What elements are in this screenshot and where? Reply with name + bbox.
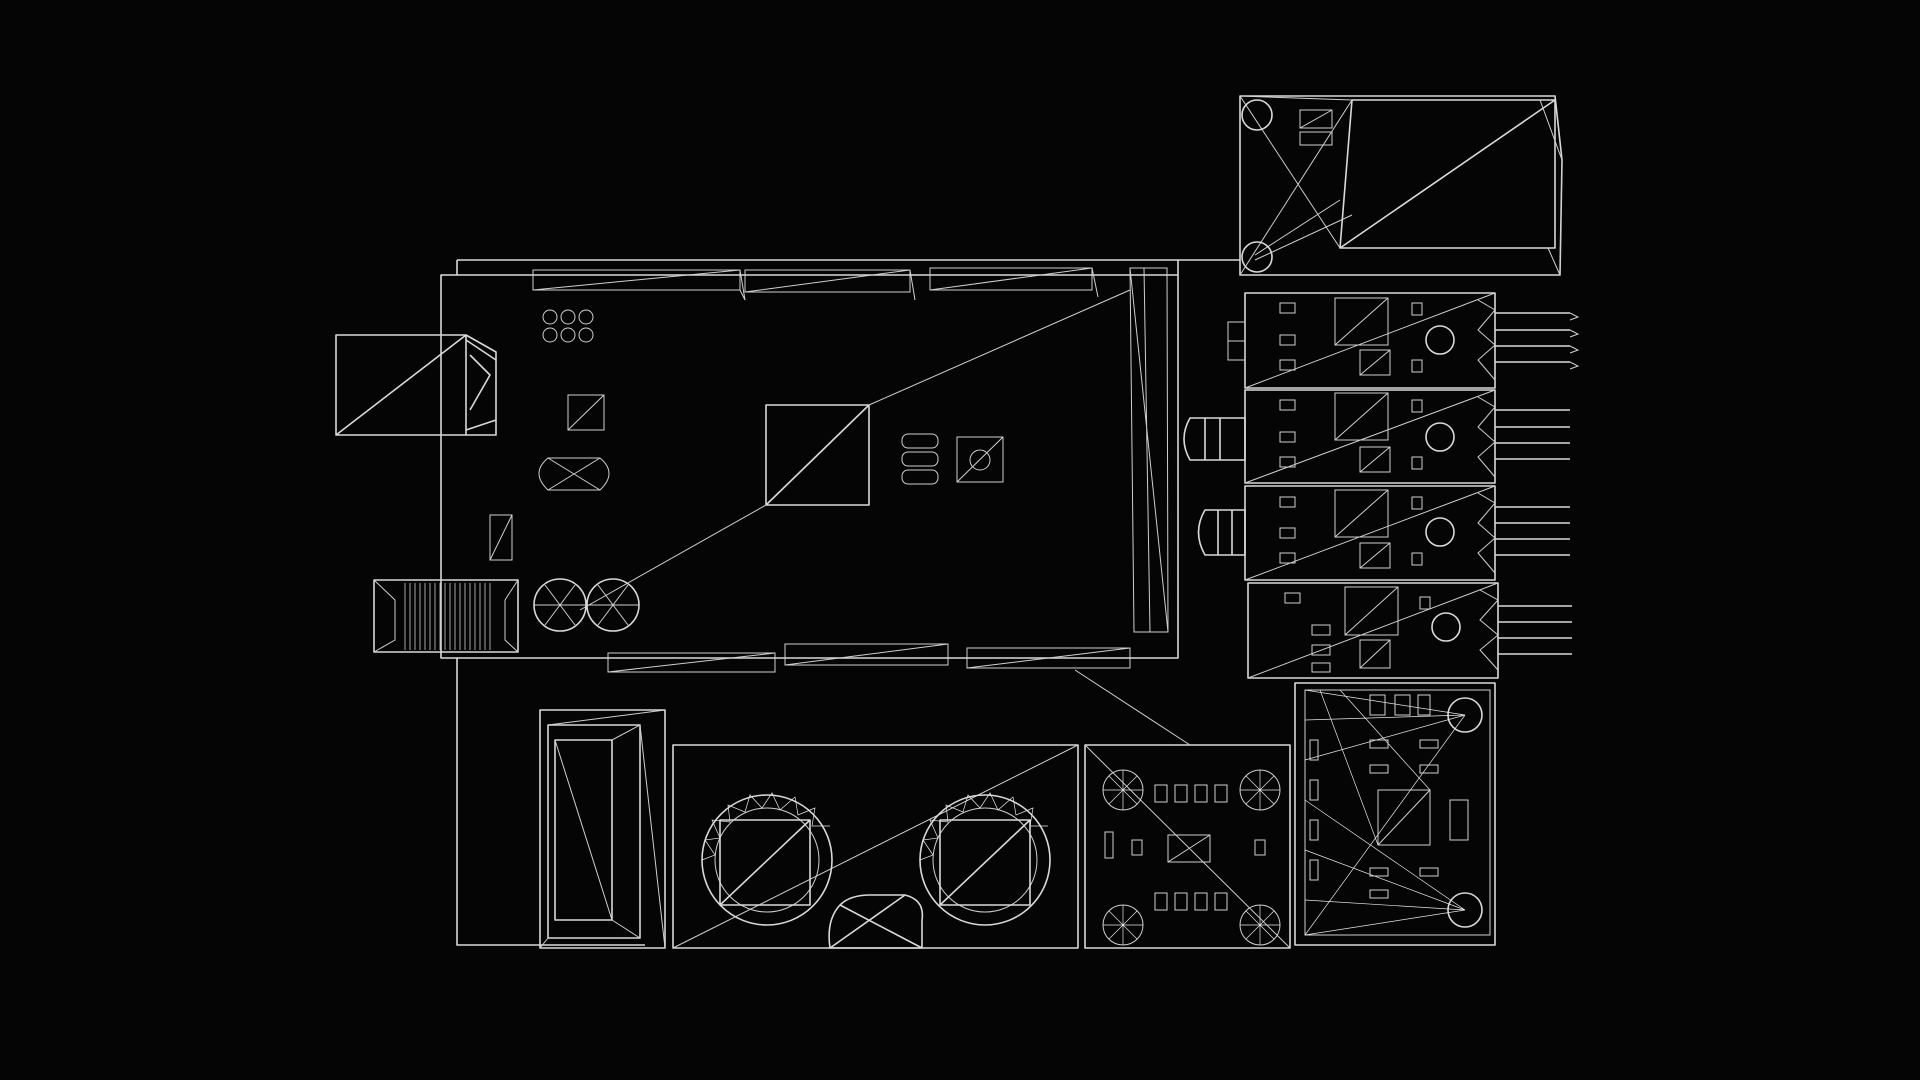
small-capacitor [828,894,924,949]
dc-jack [373,579,519,653]
mcu-chip [579,289,1131,611]
relay-module-4 [1247,582,1572,679]
relay-module-3 [1197,485,1570,581]
capacitor-left [701,792,833,926]
capacitor-board [672,744,1079,949]
relay-module-2 [1183,389,1570,484]
led-cluster [1102,769,1281,946]
relay-module-1 [1227,292,1580,389]
voltage-regulator [539,709,666,949]
caps-near-jack [533,578,640,632]
header-top [532,267,1099,301]
arduino-board [335,259,1240,946]
caps-top-left [542,309,594,343]
capacitor-right [919,792,1051,926]
mosfet-board [1074,669,1291,949]
caps-center [901,433,939,485]
header-bottom [607,643,1131,673]
power-module [1239,95,1563,276]
driver-module [1294,682,1496,946]
usb-connector [335,334,497,436]
